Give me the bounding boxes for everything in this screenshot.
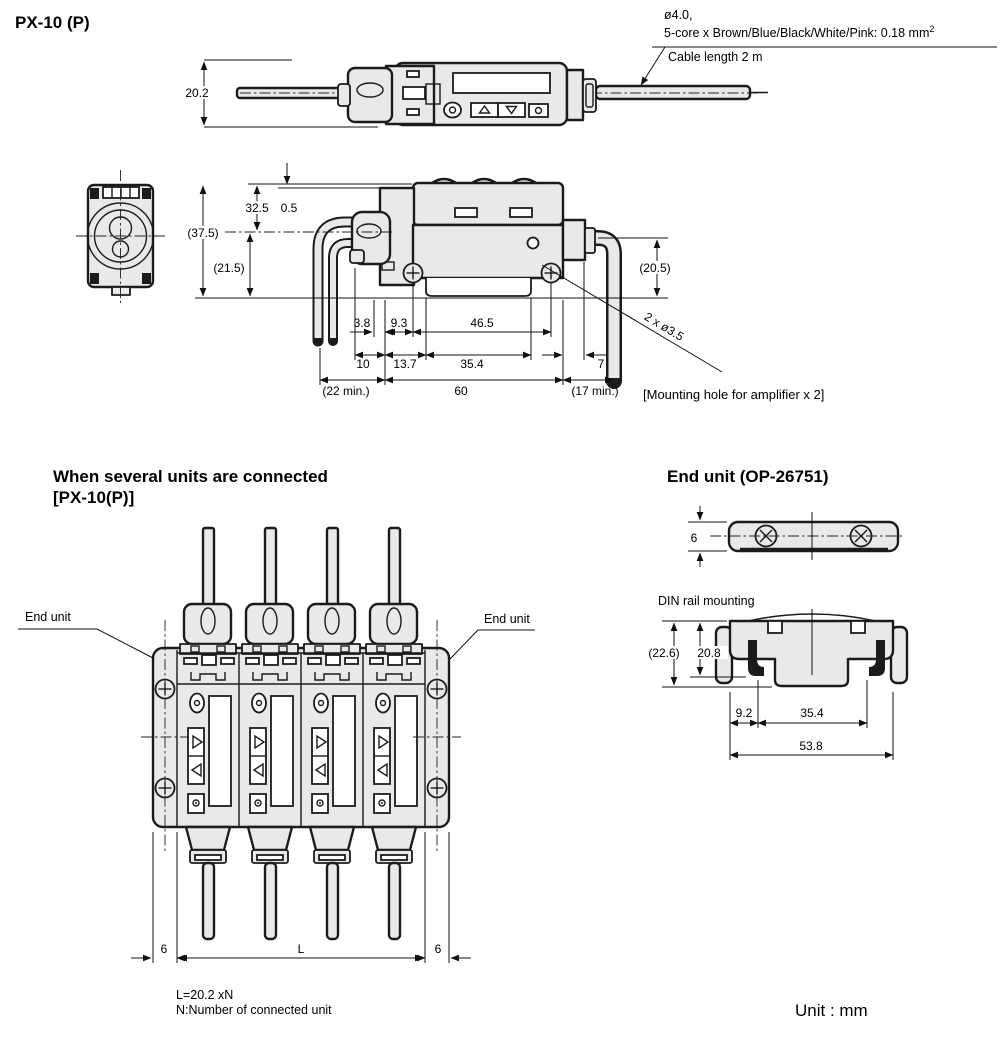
end-unit-label-left: End unit: [25, 610, 71, 624]
display-window: [452, 72, 551, 94]
dim-35-4-din: 35.4: [800, 706, 824, 720]
dim-6-thickness: 6: [691, 531, 698, 545]
multi-unit-title-line2: [PX-10(P)]: [53, 488, 135, 507]
din-rail-drawing: (22.6) 20.8 9.2 35.4 53.8: [642, 609, 909, 760]
end-unit-leader-right: [449, 629, 535, 660]
dim-9-3: 9.3: [391, 316, 408, 330]
down-arrow-icon: [505, 105, 518, 115]
dim-21-5: (21.5): [213, 261, 244, 275]
end-unit-title: End unit (OP-26751): [667, 467, 829, 486]
dim-9-2: 9.2: [736, 706, 753, 720]
electric-cable: [594, 84, 752, 101]
cable-note-line3: Cable length 2 m: [668, 50, 763, 64]
multi-unit-title-line1: When several units are connected: [53, 467, 328, 486]
hole-callout-text: 2 x ø3.5: [642, 309, 687, 343]
dim-20-5: (20.5): [639, 261, 670, 275]
dim-10: 10: [356, 357, 370, 371]
dim-6-left: 6: [161, 942, 168, 956]
end-unit-leader-left: [18, 628, 154, 659]
dim-60: 60: [454, 384, 468, 398]
length-formula-note: L=20.2 xN: [176, 988, 234, 1002]
top-view-drawing: 20.2: [177, 46, 997, 128]
set-button: [528, 103, 549, 118]
end-unit-plate: [727, 520, 900, 553]
dim-3-8: 3.8: [354, 316, 371, 330]
din-clip-right: [869, 640, 885, 676]
dim-6-right: 6: [435, 942, 442, 956]
dim-L: L: [298, 942, 305, 956]
dim-22min: (22 min.): [322, 384, 369, 398]
indicator: [526, 236, 540, 250]
dim-46-5: 46.5: [470, 316, 494, 330]
down-button: [497, 102, 526, 118]
dim-13-7: 13.7: [393, 357, 417, 371]
dim-22-6: (22.6): [648, 646, 679, 660]
up-arrow-icon: [478, 104, 491, 114]
dim-20-8: 20.8: [697, 646, 721, 660]
cable-note-line2: 5-core x Brown/Blue/Black/White/Pink: 0.…: [664, 24, 934, 40]
multi-unit-title: When several units are connected [PX-10(…: [53, 466, 328, 508]
end-unit-plate-drawing: 6: [688, 506, 905, 567]
din-groove: [425, 278, 532, 297]
fiber-boot: [346, 66, 394, 124]
dim-0-5: 0.5: [281, 201, 298, 215]
dim-20-2: 20.2: [185, 86, 209, 100]
din-rail-title: DIN rail mounting: [658, 594, 755, 608]
page-title: PX-10 (P): [15, 13, 90, 32]
front-view-drawing: [76, 170, 166, 303]
dim-17min: (17 min.): [571, 384, 618, 398]
dim-7: 7: [598, 357, 605, 371]
amplifier-lower-body: [411, 223, 565, 280]
cable-note-superscript: 2: [929, 24, 935, 34]
dim-35-4: 35.4: [460, 357, 484, 371]
cable-neck: [565, 68, 585, 122]
mounting-hole-left: [402, 262, 424, 284]
cable-note-line2-text: 5-core x Brown/Blue/Black/White/Pink: 0.…: [664, 26, 930, 41]
unit-note: Unit : mm: [795, 1001, 868, 1020]
dim-53-8: 53.8: [799, 739, 823, 753]
amplifier-upper-body: [411, 181, 565, 227]
cable-connector: [561, 218, 587, 262]
side-view-drawing: 32.5 0.5 (37.5) (21.5) (20.5) 3.8 9.3 46…: [182, 163, 723, 398]
end-unit-label-right: End unit: [484, 612, 530, 626]
dim-37-5: (37.5): [187, 226, 218, 240]
din-clip-left: [748, 640, 764, 676]
cable-note-line1: ø4.0,: [664, 8, 693, 22]
mode-button: [443, 101, 462, 119]
dim-32-5: 32.5: [245, 201, 269, 215]
unit-count-note: N:Number of connected unit: [176, 1003, 332, 1017]
multi-unit-drawing: 6 L 6: [18, 526, 535, 963]
mounting-hole-note: [Mounting hole for amplifier x 2]: [643, 387, 825, 402]
